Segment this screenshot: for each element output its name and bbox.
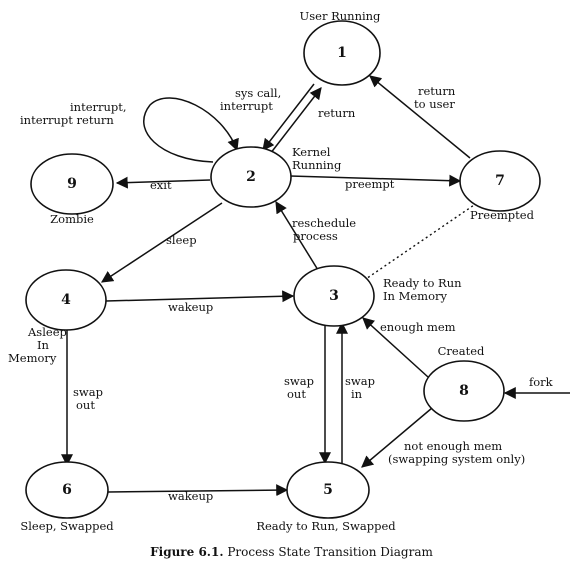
state-3: 3 — [293, 265, 375, 327]
label-preempt: preempt — [345, 177, 395, 191]
state-6-name: Sleep, Swapped — [20, 519, 114, 533]
edge-2-self-loop — [143, 97, 239, 163]
edge-labels: sys call, interrupt return interrupt, in… — [20, 84, 554, 503]
figure-caption: Figure 6.1. Process State Transition Dia… — [0, 545, 583, 559]
edge-4-to-3 — [105, 290, 295, 303]
figure-label: Figure 6.1. — [150, 545, 224, 559]
label-swap-out-3-line2: out — [287, 387, 306, 401]
state-8-name: Created — [438, 344, 485, 358]
state-9: 9 — [30, 153, 114, 215]
label-interrupt-line2: interrupt return — [20, 113, 114, 127]
label-return: return — [318, 106, 356, 120]
state-4-number: 4 — [61, 292, 71, 308]
edge-3-to-2 — [275, 200, 319, 271]
label-not-enough-mem-line2: (swapping system only) — [388, 452, 525, 466]
state-8-number: 8 — [459, 383, 469, 399]
edge-8-to-5 — [361, 407, 433, 468]
label-reschedule-line1: reschedule — [292, 216, 356, 230]
state-3-name-line2: In Memory — [383, 289, 448, 303]
figure-title: Process State Transition Diagram — [227, 545, 433, 559]
state-1-name: User Running — [300, 9, 382, 23]
label-wakeup-swapped: wakeup — [168, 489, 213, 503]
state-1-number: 1 — [337, 45, 347, 61]
label-swap-out-4-line2: out — [76, 398, 95, 412]
state-1: 1 — [303, 20, 381, 86]
label-swap-out-3-line1: swap — [284, 374, 314, 388]
state-2-name-line1: Kernel — [292, 145, 331, 159]
label-interrupt-line1: interrupt, — [70, 100, 127, 114]
state-names: User Running Kernel Running Ready to Run… — [8, 9, 535, 533]
label-sys-call-line2: interrupt — [220, 99, 273, 113]
state-3-number: 3 — [329, 288, 339, 304]
edge-7-to-1 — [369, 75, 471, 159]
state-8: 8 — [423, 360, 505, 422]
label-sleep: sleep — [166, 233, 197, 247]
state-9-number: 9 — [67, 176, 77, 192]
edge-2-to-7 — [289, 174, 462, 187]
label-not-enough-mem-line1: not enough mem — [404, 439, 502, 453]
label-exit: exit — [150, 178, 172, 192]
edge-2-to-9 — [115, 176, 211, 189]
edges — [61, 75, 570, 497]
state-7-name: Preempted — [470, 208, 535, 222]
label-swap-in-line2: in — [351, 387, 363, 401]
state-7-number: 7 — [495, 173, 505, 189]
edge-8-to-3 — [362, 317, 429, 378]
label-sys-call-line1: sys call, — [235, 86, 281, 100]
state-3-name-line1: Ready to Run — [383, 276, 462, 290]
label-fork: fork — [529, 375, 554, 389]
state-4: 4 — [25, 269, 107, 331]
state-5-name: Ready to Run, Swapped — [256, 519, 396, 533]
edge-2-to-1 — [269, 87, 322, 155]
state-2: 2 — [210, 146, 292, 208]
label-return-to-user-line2: to user — [414, 97, 455, 111]
edge-1-to-2 — [262, 83, 315, 151]
label-enough-mem: enough mem — [380, 320, 456, 334]
state-5-number: 5 — [323, 482, 333, 498]
edge-7-3-dotted — [359, 202, 478, 284]
label-return-to-user-line1: return — [418, 84, 456, 98]
state-6: 6 — [25, 461, 109, 519]
label-reschedule-line2: process — [293, 229, 338, 243]
state-4-name-line2: In — [37, 338, 50, 352]
state-4-name-line3: Memory — [8, 351, 57, 365]
state-4-name-line1: Asleep — [27, 325, 67, 339]
state-6-number: 6 — [62, 482, 72, 498]
edge-2-to-4 — [100, 202, 223, 283]
state-2-name-line2: Running — [292, 158, 342, 172]
state-7: 7 — [459, 150, 541, 212]
state-5: 5 — [286, 461, 370, 519]
label-swap-in-line1: swap — [345, 374, 375, 388]
edge-6-to-5 — [107, 484, 289, 497]
state-2-number: 2 — [246, 169, 256, 185]
label-swap-out-4-line1: swap — [73, 385, 103, 399]
label-wakeup-memory: wakeup — [168, 300, 213, 314]
state-9-name: Zombie — [50, 212, 94, 226]
